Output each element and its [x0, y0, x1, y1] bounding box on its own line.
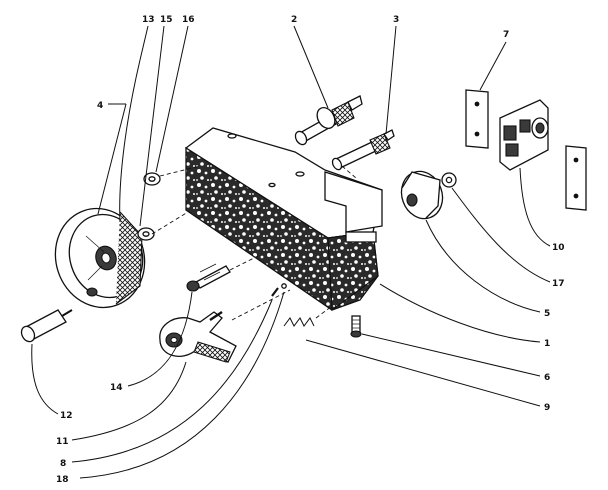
callout-5: 5 [544, 309, 550, 319]
pinion-shaft [331, 129, 395, 171]
callout-10: 10 [552, 243, 565, 253]
assembly-lines [151, 165, 357, 321]
callout-18: 18 [56, 475, 69, 485]
set-screw-6 [350, 315, 362, 338]
callout-2: 2 [291, 15, 297, 25]
ball-18 [281, 283, 287, 289]
callout-16: 16 [182, 15, 195, 25]
washer-17 [441, 172, 457, 188]
pin-8 [271, 287, 279, 297]
gear-shaft [294, 95, 363, 146]
callout-11: 11 [56, 437, 69, 447]
callout-3: 3 [393, 15, 399, 25]
callout-9: 9 [544, 403, 550, 413]
handwheel [54, 207, 146, 309]
callout-labels: 13 15 16 2 3 7 4 10 17 5 1 6 9 14 12 11 … [56, 15, 565, 485]
bracket-10 [499, 99, 549, 171]
plate-7-left [465, 89, 489, 149]
callout-8: 8 [60, 459, 66, 469]
callout-15: 15 [160, 15, 173, 25]
washer-15 [137, 227, 155, 241]
callout-1: 1 [544, 339, 550, 349]
screw-14 [186, 263, 231, 292]
washer-16 [143, 172, 161, 186]
callout-12: 12 [60, 411, 73, 421]
plate-7-right [565, 145, 587, 211]
callout-4: 4 [97, 101, 103, 111]
housing-block [184, 127, 383, 312]
callout-6: 6 [544, 373, 550, 383]
leader-lines [31, 25, 551, 479]
handwheel-handle [20, 309, 73, 343]
callout-7: 7 [503, 30, 509, 40]
callout-17: 17 [552, 279, 565, 289]
callout-13: 13 [142, 15, 155, 25]
callout-14: 14 [110, 383, 123, 393]
cam [400, 170, 444, 220]
spring-9 [283, 317, 315, 327]
